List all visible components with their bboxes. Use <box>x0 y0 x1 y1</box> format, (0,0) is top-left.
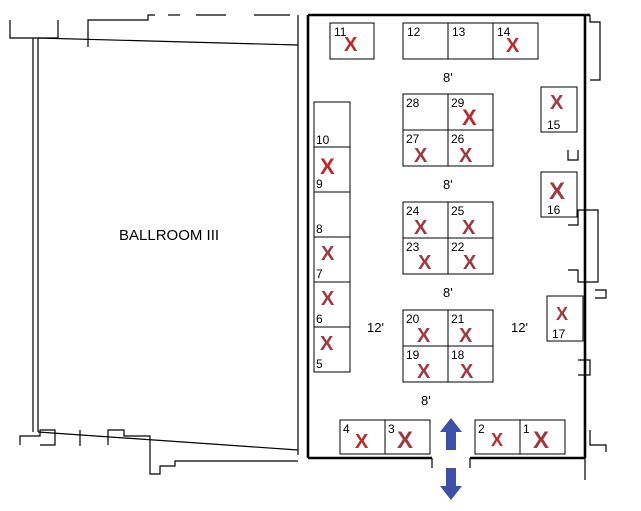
taken-mark-14: X <box>506 35 520 57</box>
booth-number-18: 18 <box>451 348 465 362</box>
booth-number-3: 3 <box>388 422 395 436</box>
booth-number-23: 23 <box>406 240 420 254</box>
booth-number-4: 4 <box>343 422 350 436</box>
taken-mark-27: X <box>414 145 428 167</box>
labels: BALLROOM III 8' 8' 8' 8' 12' 12' <box>119 70 528 408</box>
taken-mark-23: X <box>418 252 432 274</box>
booth-outlines <box>313 22 584 455</box>
taken-mark-6: X <box>321 288 335 310</box>
booth-number-2: 2 <box>478 422 485 436</box>
side-label-left: 12' <box>367 320 384 335</box>
booth-number-13: 13 <box>452 25 466 39</box>
booth-number-14: 14 <box>497 25 511 39</box>
booth-number-28: 28 <box>406 96 420 110</box>
taken-mark-20: X <box>417 325 431 347</box>
booth-number-25: 25 <box>451 204 465 218</box>
taken-mark-16: X <box>549 178 565 205</box>
booth-number-24: 24 <box>406 204 420 218</box>
booth-number-20: 20 <box>406 312 420 326</box>
taken-mark-24: X <box>414 217 428 239</box>
taken-mark-4: X <box>355 431 369 453</box>
booth-number-22: 22 <box>451 240 465 254</box>
double-arrow-icon <box>440 418 462 500</box>
taken-mark-2: X <box>491 430 503 450</box>
booth-number-19: 19 <box>406 348 420 362</box>
taken-mark-5: X <box>320 333 334 355</box>
booth-number-15: 15 <box>547 118 561 132</box>
booth-numbers: 11 12 13 14 28 29 27 26 24 25 23 22 20 2… <box>316 25 566 436</box>
taken-mark-1: X <box>533 427 549 454</box>
booth-number-7: 7 <box>316 267 323 281</box>
booth-number-29: 29 <box>451 96 465 110</box>
taken-marks: X X X X X X X X X X X X X X X X X X X X … <box>320 34 568 454</box>
booth-number-8: 8 <box>316 222 323 236</box>
aisle-label-middle: 8' <box>443 285 453 300</box>
taken-mark-21: X <box>459 325 473 347</box>
taken-mark-25: X <box>462 217 476 239</box>
taken-mark-7: X <box>321 243 335 265</box>
taken-mark-9: X <box>320 154 335 179</box>
booth-number-12: 12 <box>407 25 421 39</box>
booth-number-1: 1 <box>523 422 530 436</box>
booth-number-10: 10 <box>316 133 330 147</box>
taken-mark-11: X <box>344 34 358 56</box>
booth-number-6: 6 <box>316 312 323 326</box>
taken-mark-18: X <box>460 361 474 383</box>
taken-mark-3: X <box>397 427 413 454</box>
taken-mark-15: X <box>550 92 564 114</box>
taken-mark-19: X <box>417 361 431 383</box>
booth-number-5: 5 <box>316 357 323 371</box>
walls <box>9 13 607 480</box>
booth-number-21: 21 <box>451 312 465 326</box>
taken-mark-26: X <box>459 145 473 167</box>
side-label-right: 12' <box>511 320 528 335</box>
aisle-label-top: 8' <box>443 70 453 85</box>
booth-number-16: 16 <box>547 203 561 217</box>
aisle-label-upper: 8' <box>443 177 453 192</box>
booth-number-9: 9 <box>316 177 323 191</box>
booth-number-11: 11 <box>334 25 347 39</box>
taken-mark-29: X <box>462 105 477 130</box>
booth-number-17: 17 <box>552 327 566 341</box>
booth-number-27: 27 <box>406 132 420 146</box>
taken-mark-17: X <box>556 304 568 324</box>
taken-mark-22: X <box>463 252 477 274</box>
room-label: BALLROOM III <box>119 227 219 244</box>
booth-number-26: 26 <box>451 132 465 146</box>
aisle-label-bottom: 8' <box>421 393 431 408</box>
